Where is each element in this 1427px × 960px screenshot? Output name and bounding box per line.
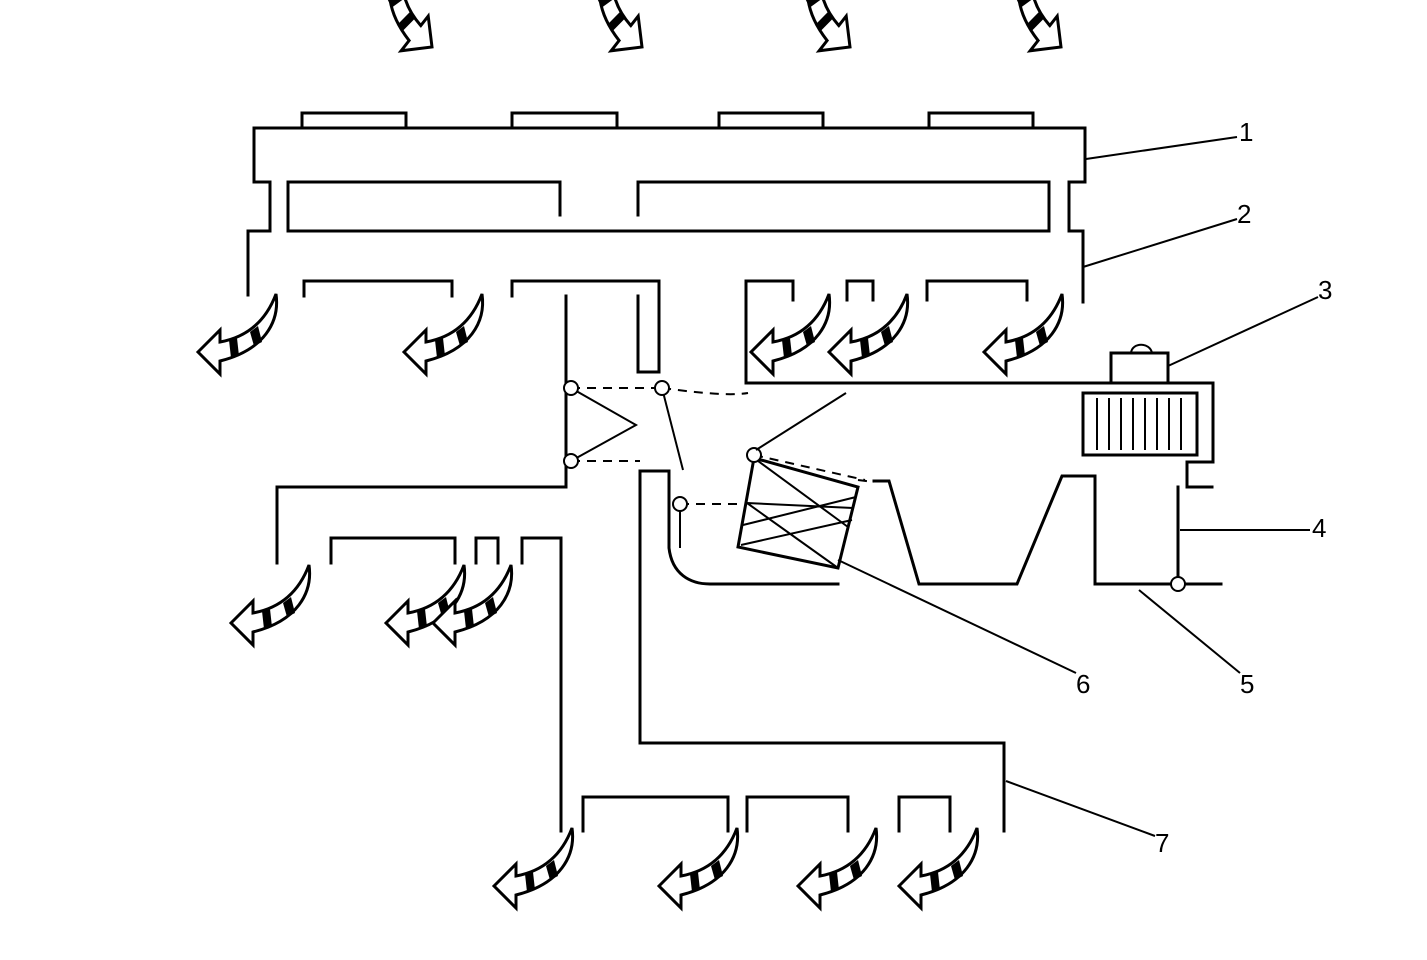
blower-assembly <box>1081 343 1199 457</box>
pivot-icon <box>563 380 579 396</box>
airflow-arrow-icon <box>773 0 888 66</box>
airflow-arrow-icon <box>984 0 1099 66</box>
mode-doors <box>563 380 1186 592</box>
pivot-icon <box>654 380 670 396</box>
callout-3: 3 <box>1318 275 1332 305</box>
callout-6: 6 <box>1076 669 1090 699</box>
airflow-arrow-icon <box>897 826 980 910</box>
airflow-arrow-icon <box>982 292 1065 376</box>
callout-5: 5 <box>1240 669 1254 699</box>
top-vent-1 <box>300 111 408 130</box>
pivot-icon <box>1170 576 1186 592</box>
callout-1: 1 <box>1239 117 1253 147</box>
airflow-arrow-icon <box>492 826 575 910</box>
airflow-arrow-icon <box>196 292 279 376</box>
top-vent-4 <box>927 111 1035 130</box>
airflow-arrow-icon <box>402 292 485 376</box>
airflow-arrow-icon <box>749 292 832 376</box>
pivot-icon <box>746 447 762 463</box>
pivot-icon <box>563 453 579 469</box>
second-duct <box>246 229 1215 489</box>
callouts: 1 2 3 4 5 6 7 <box>755 117 1332 858</box>
callout-7: 7 <box>1155 828 1169 858</box>
callout-2: 2 <box>1237 199 1251 229</box>
airflow-arrow-icon <box>565 0 680 66</box>
top-vent-3 <box>717 111 825 130</box>
pivot-icon <box>672 496 688 512</box>
upper-duct <box>252 111 1087 232</box>
airflow-arrow-icon <box>657 826 740 910</box>
callout-4: 4 <box>1312 513 1326 543</box>
airflow-arrow-icon <box>827 292 910 376</box>
airflow-arrow-icon <box>796 826 879 910</box>
heater-housing <box>275 294 1223 833</box>
airflow-arrows <box>196 0 1099 910</box>
top-vent-2 <box>510 111 619 130</box>
airflow-arrow-icon <box>355 0 470 66</box>
airflow-arrow-icon <box>229 563 312 647</box>
